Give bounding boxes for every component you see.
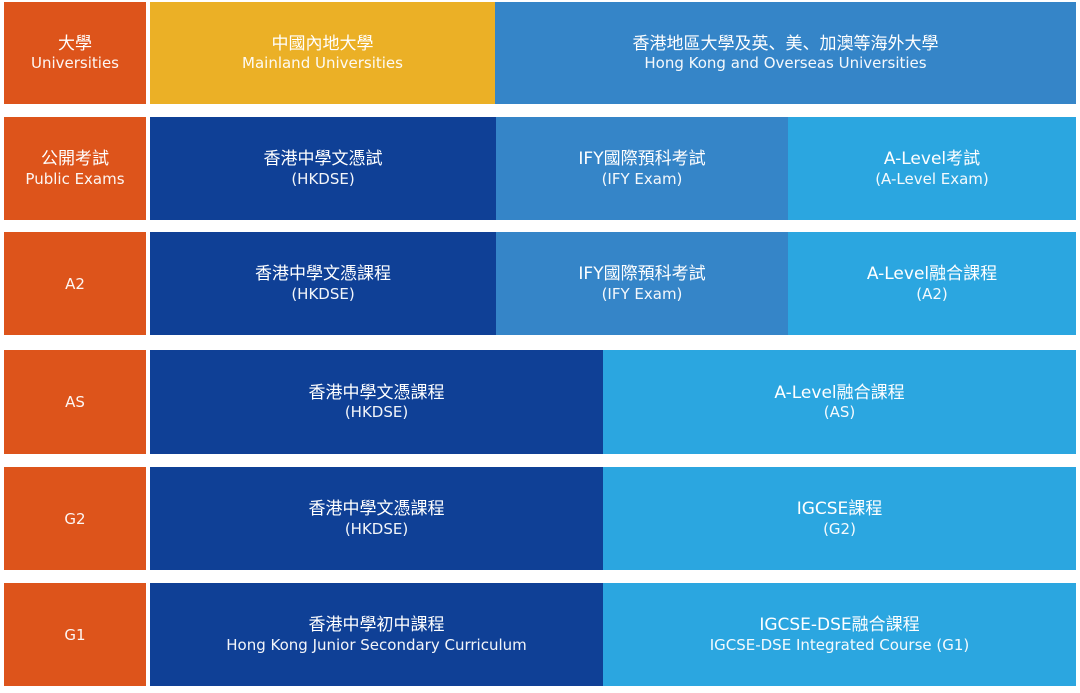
cell-hkdse-course-a2: 香港中學文憑課程 (HKDSE) xyxy=(150,232,496,335)
level-label-public-exams: 公開考試 Public Exams xyxy=(4,117,146,220)
label-en: AS xyxy=(65,393,85,411)
cell-hk-junior-secondary: 香港中學初中課程 Hong Kong Junior Secondary Curr… xyxy=(150,583,603,686)
level-label-a2: A2 xyxy=(4,232,146,335)
cell-en: Hong Kong and Overseas Universities xyxy=(644,54,927,73)
cell-zh: IGCSE課程 xyxy=(796,499,883,520)
cell-en: (HKDSE) xyxy=(344,519,409,538)
cell-hkdse-course-g2: 香港中學文憑課程 (HKDSE) xyxy=(150,467,603,570)
cell-en: (HKDSE) xyxy=(344,403,409,422)
cell-en: Hong Kong Junior Secondary Curriculum xyxy=(226,635,527,654)
cell-alevel-exam: A-Level考試 (A-Level Exam) xyxy=(788,117,1076,220)
cell-en: (IFY Exam) xyxy=(601,169,683,188)
cell-hkdse-course-as: 香港中學文憑課程 (HKDSE) xyxy=(150,350,603,454)
cell-en: (HKDSE) xyxy=(291,284,355,303)
cell-ify-exam: IFY國際預科考試 (IFY Exam) xyxy=(496,117,788,220)
level-label-g1: G1 xyxy=(4,583,146,686)
cell-ify-exam-a2: IFY國際預科考試 (IFY Exam) xyxy=(496,232,788,335)
cell-zh: 中國內地大學 xyxy=(271,33,374,54)
label-en: Universities xyxy=(30,54,119,73)
label-zh: 大學 xyxy=(58,33,92,54)
cell-en: (A-Level Exam) xyxy=(875,169,989,188)
cell-hk-overseas-universities: 香港地區大學及英、美、加澳等海外大學 Hong Kong and Oversea… xyxy=(495,2,1076,104)
cell-zh: A-Level融合課程 xyxy=(774,382,905,403)
label-en: A2 xyxy=(65,274,85,293)
cell-zh: A-Level融合課程 xyxy=(866,264,998,285)
cell-igcse-course-g2: IGCSE課程 (G2) xyxy=(603,467,1076,570)
cell-en: (AS) xyxy=(823,403,856,422)
cell-alevel-integrated-a2: A-Level融合課程 (A2) xyxy=(788,232,1076,335)
cell-zh: IFY國際預科考試 xyxy=(578,149,706,170)
cell-zh: 香港中學文憑課程 xyxy=(255,264,391,285)
cell-en: (IFY Exam) xyxy=(601,284,683,303)
cell-en: (A2) xyxy=(916,284,948,303)
cell-zh: IFY國際預科考試 xyxy=(578,264,706,285)
cell-zh: 香港中學文憑課程 xyxy=(308,382,445,403)
cell-hkdse-exam: 香港中學文憑試 (HKDSE) xyxy=(150,117,496,220)
cell-en: IGCSE-DSE Integrated Course (G1) xyxy=(709,635,970,654)
cell-alevel-integrated-as: A-Level融合課程 (AS) xyxy=(603,350,1076,454)
cell-mainland-universities: 中國內地大學 Mainland Universities xyxy=(150,2,495,104)
label-en: G2 xyxy=(64,509,86,528)
level-label-as: AS xyxy=(4,350,146,454)
label-en: Public Exams xyxy=(25,169,125,188)
cell-en: (G2) xyxy=(823,519,856,538)
cell-zh: 香港中學初中課程 xyxy=(308,615,445,636)
cell-zh: IGCSE-DSE融合課程 xyxy=(759,615,920,636)
label-en: G1 xyxy=(64,625,86,644)
label-zh: 公開考試 xyxy=(41,149,109,170)
cell-en: (HKDSE) xyxy=(291,169,355,188)
cell-zh: 香港地區大學及英、美、加澳等海外大學 xyxy=(632,33,939,54)
cell-igcse-dse-integrated: IGCSE-DSE融合課程 IGCSE-DSE Integrated Cours… xyxy=(603,583,1076,686)
cell-zh: 香港中學文憑課程 xyxy=(308,499,445,520)
cell-en: Mainland Universities xyxy=(242,54,403,73)
level-label-g2: G2 xyxy=(4,467,146,570)
cell-zh: 香港中學文憑試 xyxy=(263,149,383,170)
cell-zh: A-Level考試 xyxy=(883,149,981,170)
level-label-universities: 大學 Universities xyxy=(4,2,146,104)
